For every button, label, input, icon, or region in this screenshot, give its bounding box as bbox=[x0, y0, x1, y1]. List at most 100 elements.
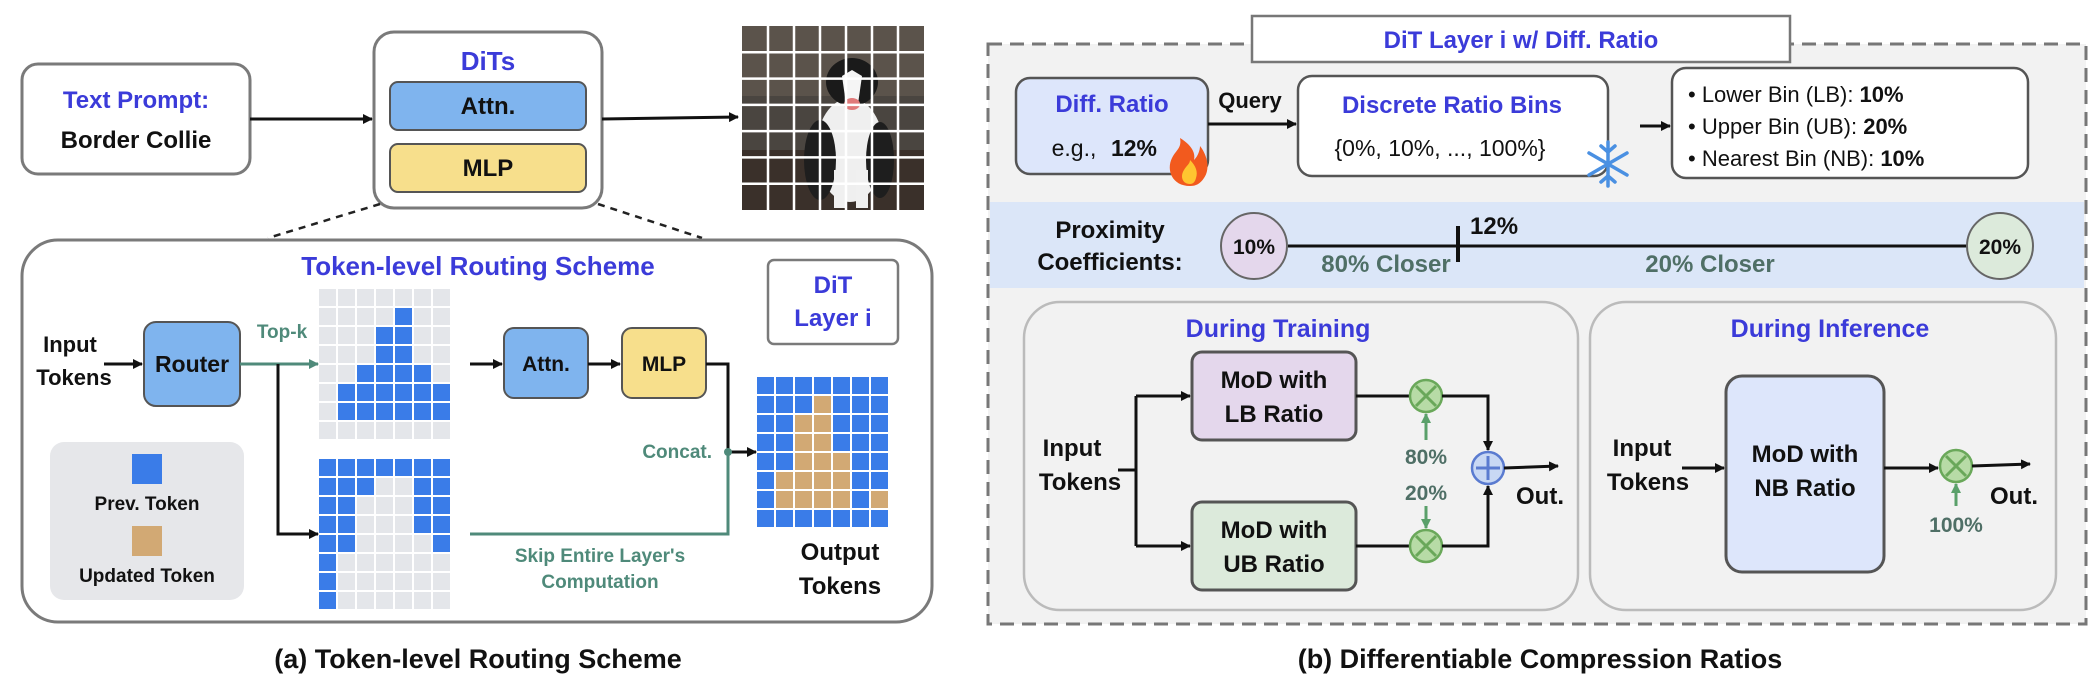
layer-attn-label: Attn. bbox=[522, 353, 570, 376]
output-token-cell bbox=[795, 510, 812, 527]
skipped-token-cell bbox=[395, 573, 412, 590]
output-token-cell bbox=[852, 377, 869, 394]
skipped-token-cell bbox=[357, 459, 374, 476]
routed-token-cell bbox=[376, 403, 393, 420]
routed-token-grid bbox=[319, 289, 450, 439]
routed-token-cell bbox=[357, 365, 374, 382]
output-token-cell bbox=[776, 377, 793, 394]
layer-title-box bbox=[1250, 14, 1792, 64]
skipped-token-cell bbox=[395, 516, 412, 533]
output-token-cell bbox=[757, 396, 774, 413]
routed-token-cell bbox=[395, 327, 412, 344]
output-token-cell bbox=[757, 377, 774, 394]
proximity-line1: Proximity bbox=[1055, 217, 1165, 244]
bins-title: Discrete Ratio Bins bbox=[1342, 92, 1562, 119]
dits-title: DiTs bbox=[461, 46, 515, 76]
output-token-cell bbox=[852, 415, 869, 432]
legend-updated-swatch bbox=[132, 526, 162, 556]
routed-token-cell bbox=[338, 403, 355, 420]
routed-token-cell bbox=[319, 365, 336, 382]
skipped-token-cell bbox=[319, 459, 336, 476]
train-input-line2: Tokens bbox=[1039, 469, 1121, 496]
skipped-token-cell bbox=[338, 497, 355, 514]
skipped-token-cell bbox=[319, 554, 336, 571]
skipped-token-cell bbox=[433, 478, 450, 495]
bin-list-item: • Nearest Bin (NB): 10% bbox=[1688, 146, 1924, 171]
routed-token-cell bbox=[414, 384, 431, 401]
output-token-cell bbox=[852, 396, 869, 413]
output-tokens-line1: Output bbox=[801, 539, 880, 566]
skipped-token-cell bbox=[433, 516, 450, 533]
routed-token-cell bbox=[357, 327, 374, 344]
multiply-icon bbox=[1408, 378, 1444, 414]
output-token-cell bbox=[833, 377, 850, 394]
routed-token-cell bbox=[357, 308, 374, 325]
skipped-token-cell bbox=[414, 459, 431, 476]
routed-token-cell bbox=[376, 327, 393, 344]
output-token-cell bbox=[871, 510, 888, 527]
bins-values: {0%, 10%, ..., 100%} bbox=[1335, 135, 1546, 161]
mod-nb-box bbox=[1724, 374, 1886, 574]
output-token-cell bbox=[814, 434, 831, 451]
legend-box bbox=[50, 442, 244, 600]
skipped-token-cell bbox=[319, 573, 336, 590]
skipped-token-cell bbox=[338, 573, 355, 590]
inf-input-line2: Tokens bbox=[1607, 469, 1689, 496]
skipped-token-cell bbox=[414, 516, 431, 533]
output-token-cell bbox=[814, 472, 831, 489]
weight-inf-label: 100% bbox=[1929, 514, 1983, 537]
output-token-cell bbox=[757, 491, 774, 508]
skipped-token-cell bbox=[338, 554, 355, 571]
output-token-cell bbox=[852, 453, 869, 470]
output-token-cell bbox=[833, 510, 850, 527]
train-input-line1: Input bbox=[1043, 435, 1102, 462]
skip-path bbox=[470, 452, 730, 536]
output-token-cell bbox=[871, 491, 888, 508]
skipped-token-cell bbox=[395, 592, 412, 609]
mod-lb-line1: MoD with bbox=[1221, 367, 1328, 394]
skipped-token-cell bbox=[414, 478, 431, 495]
skipped-token-cell bbox=[395, 497, 412, 514]
diff-ratio-box bbox=[1014, 76, 1210, 176]
routed-token-cell bbox=[338, 422, 355, 439]
topk-label: Top-k bbox=[257, 322, 308, 343]
output-token-cell bbox=[852, 491, 869, 508]
skip-label-line1: Skip Entire Layer's bbox=[515, 546, 685, 567]
mod-ub-line2: UB Ratio bbox=[1223, 551, 1324, 578]
train-out-label: Out. bbox=[1516, 483, 1564, 510]
concat-label: Concat. bbox=[642, 442, 712, 463]
output-token-cell bbox=[757, 510, 774, 527]
query-label: Query bbox=[1218, 88, 1282, 113]
skipped-token-cell bbox=[414, 535, 431, 552]
dits-mlp-label: MLP bbox=[463, 155, 514, 182]
skipped-token-cell bbox=[357, 497, 374, 514]
output-token-grid bbox=[757, 377, 888, 527]
routed-token-cell bbox=[395, 422, 412, 439]
skipped-token-cell bbox=[338, 459, 355, 476]
output-token-cell bbox=[833, 472, 850, 489]
arrow-mult-top-to-add bbox=[1442, 394, 1493, 451]
skipped-token-grid bbox=[319, 459, 450, 609]
routed-token-cell bbox=[357, 384, 374, 401]
skipped-token-cell bbox=[338, 535, 355, 552]
routed-token-cell bbox=[357, 403, 374, 420]
output-token-cell bbox=[795, 415, 812, 432]
skipped-token-cell bbox=[395, 478, 412, 495]
skipped-token-cell bbox=[376, 573, 393, 590]
arrow-router-to-skip-grid bbox=[276, 364, 319, 539]
training-title: During Training bbox=[1186, 315, 1371, 343]
routed-token-cell bbox=[433, 365, 450, 382]
output-token-cell bbox=[833, 453, 850, 470]
routed-token-cell bbox=[357, 346, 374, 363]
skipped-token-cell bbox=[319, 497, 336, 514]
routed-token-cell bbox=[376, 422, 393, 439]
routed-token-cell bbox=[433, 384, 450, 401]
prox-right-circle bbox=[1966, 212, 2034, 280]
arrow-mlp-to-output bbox=[706, 362, 757, 457]
output-token-cell bbox=[757, 434, 774, 451]
training-box bbox=[1022, 300, 1580, 612]
routed-token-cell bbox=[319, 327, 336, 344]
arrow-dits-to-image bbox=[601, 112, 739, 123]
output-token-cell bbox=[776, 472, 793, 489]
skipped-token-cell bbox=[433, 554, 450, 571]
